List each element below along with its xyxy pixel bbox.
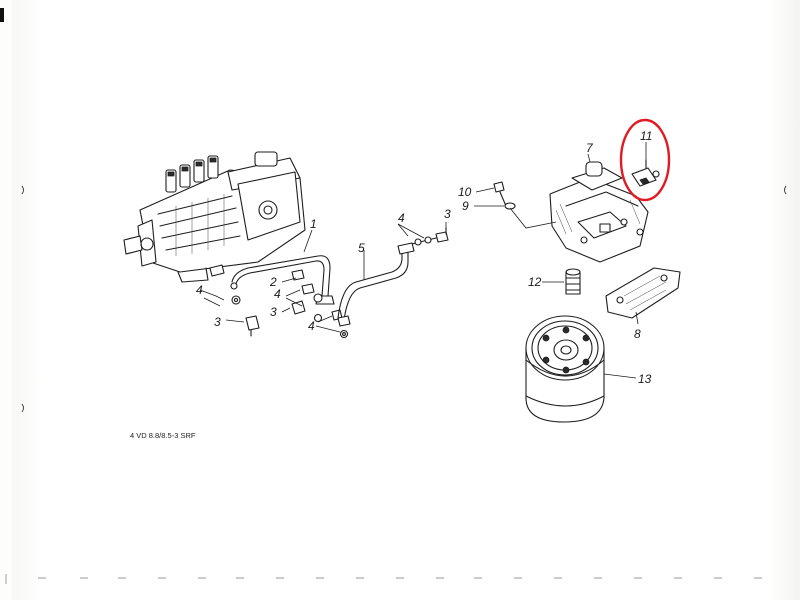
nipple-12 [565, 268, 581, 295]
sensor-plug-11 [631, 159, 660, 187]
callout-11: 11 [640, 129, 652, 143]
gasket-8 [605, 267, 681, 319]
punch-hole-mark-top [21, 185, 24, 195]
filter-head [549, 161, 649, 263]
pipe-fittings-upper [414, 227, 449, 246]
callout-leader-lines [199, 142, 647, 379]
callout-5: 5 [358, 241, 365, 255]
callout-10: 10 [458, 185, 472, 199]
punch-hole-mark-right [784, 185, 787, 195]
model-caption: 4 VD 8.8/8.5-3 SRF [130, 431, 196, 440]
fuel-pipe-5 [337, 235, 445, 327]
scan-edge-mark [0, 8, 4, 22]
callout-2: 2 [269, 275, 277, 289]
bolt-washer-9-10 [493, 181, 557, 229]
highlight-ring-part-11 [619, 118, 671, 202]
injection-pump [123, 151, 306, 283]
callout-4-middle: 4 [274, 287, 281, 301]
callout-4-upper: 4 [398, 211, 405, 225]
callout-13: 13 [638, 372, 652, 386]
callout-8: 8 [634, 327, 641, 341]
callout-4-left: 4 [196, 283, 203, 297]
pipe-fittings-left [209, 264, 349, 339]
callout-7: 7 [586, 141, 594, 155]
callout-3-middle: 3 [270, 305, 277, 319]
callout-3-left: 3 [214, 315, 221, 329]
bottom-scale-ticks [5, 574, 762, 584]
callout-9: 9 [462, 199, 469, 213]
paper-background [12, 0, 800, 600]
filter-cartridge-13 [525, 315, 605, 423]
callout-12: 12 [528, 275, 542, 289]
callout-4-lower: 4 [308, 319, 315, 333]
punch-hole-mark-bottom [21, 403, 24, 413]
callout-1: 1 [310, 217, 317, 231]
callout-3-upper: 3 [444, 207, 451, 221]
